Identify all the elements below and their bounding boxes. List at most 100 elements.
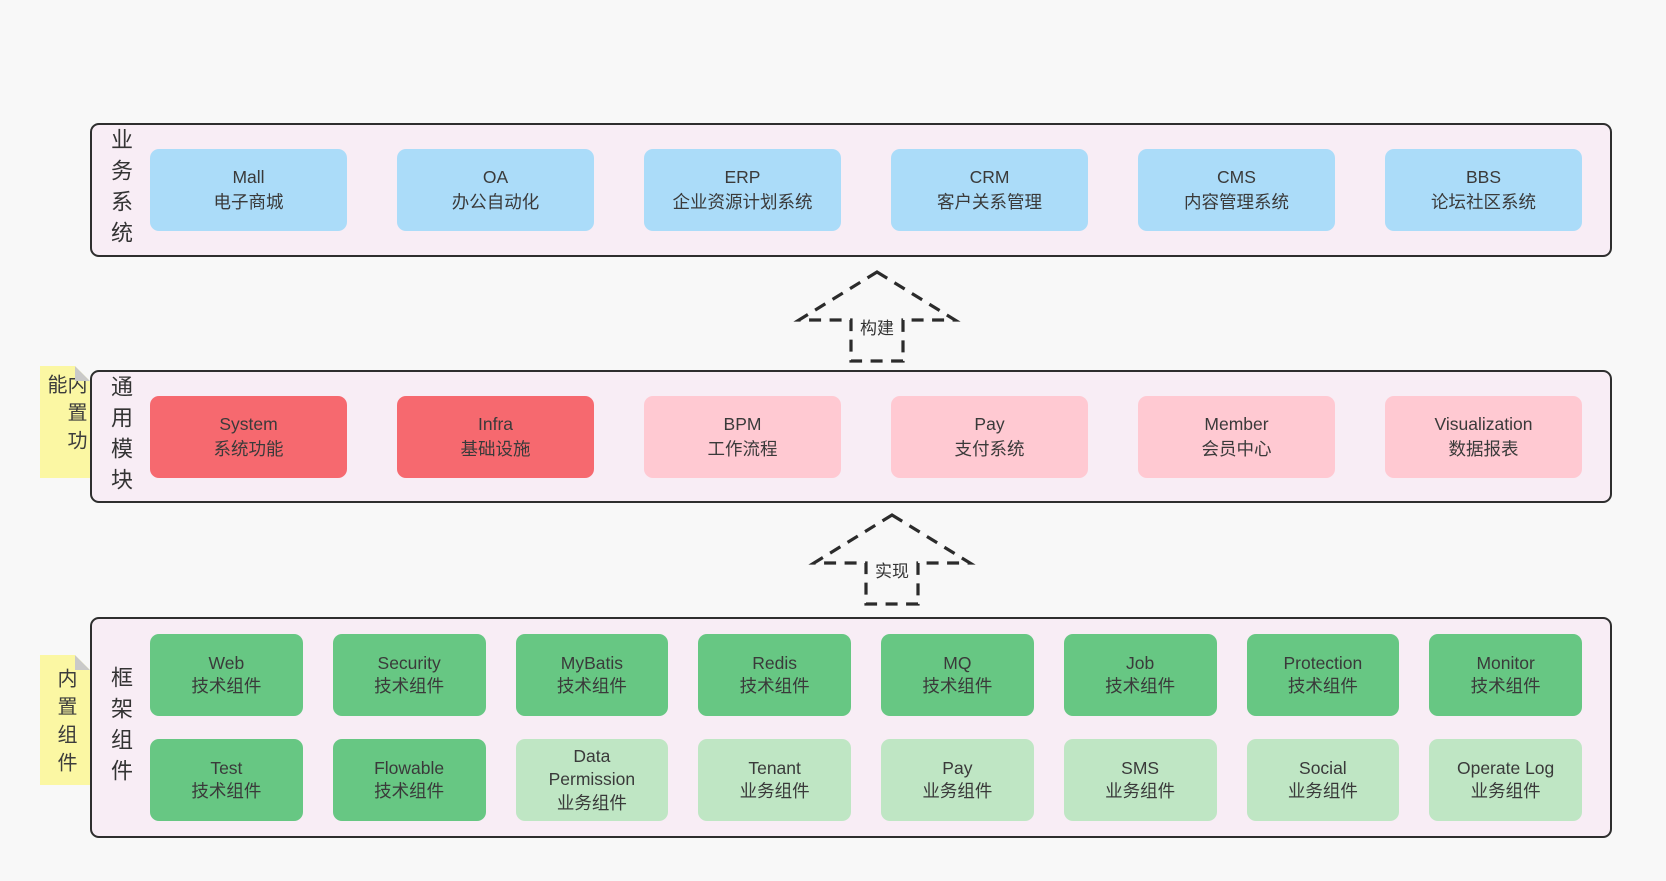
vertical-label-text: 通用模块 — [108, 374, 133, 499]
box-desc: 数据报表 — [1448, 438, 1519, 459]
box-name: Data Permission — [548, 746, 636, 790]
box-desc: 业务组件 — [922, 781, 993, 801]
box-name: MQ — [943, 652, 972, 673]
sticky-note-text: 内置功能 — [44, 374, 86, 458]
box-oa: OA 办公自动化 — [397, 149, 594, 231]
box-member: Member 会员中心 — [1138, 395, 1335, 478]
box-desc: 业务组件 — [1287, 781, 1358, 801]
box-desc: 论坛社区系统 — [1431, 192, 1536, 212]
box-bbs: BBS 论坛社区系统 — [1385, 149, 1582, 231]
box-pay-module: Pay 支付系统 — [891, 395, 1088, 478]
box-name: Visualization — [1434, 413, 1533, 434]
box-name: Monitor — [1476, 652, 1535, 673]
box-desc: 技术组件 — [1105, 676, 1176, 696]
box-name: Job — [1126, 652, 1155, 673]
box-tenant: Tenant 业务组件 — [698, 739, 851, 821]
box-web: Web 技术组件 — [150, 634, 303, 716]
framework-components-boxes: Web 技术组件 Security 技术组件 MyBatis 技术组件 Redi… — [148, 619, 1610, 836]
box-redis: Redis 技术组件 — [698, 634, 851, 716]
box-desc: 系统功能 — [213, 438, 284, 459]
box-desc: 会员中心 — [1201, 438, 1272, 459]
box-system: System 系统功能 — [150, 395, 347, 478]
box-monitor: Monitor 技术组件 — [1429, 634, 1582, 716]
box-desc: 技术组件 — [739, 676, 810, 696]
box-desc: 技术组件 — [1287, 676, 1358, 696]
box-name: Member — [1204, 413, 1269, 434]
box-mq: MQ 技术组件 — [881, 634, 1034, 716]
box-social: Social 业务组件 — [1246, 739, 1400, 821]
box-pay-component: Pay 业务组件 — [881, 739, 1034, 821]
business-systems-container: 业务系统 Mall 电子商城 OA 办公自动化 ERP 企业资源计划系统 CRM… — [90, 123, 1612, 257]
box-name: Test — [210, 757, 243, 778]
box-name: Redis — [752, 652, 797, 673]
box-mall: Mall 电子商城 — [150, 149, 347, 231]
up-arrow-icon — [793, 270, 961, 363]
framework-components-container: 框架组件 Web 技术组件 Security 技术组件 MyBatis 技术组件… — [90, 617, 1612, 838]
box-mybatis: MyBatis 技术组件 — [515, 634, 669, 716]
common-modules-label: 通用模块 — [92, 372, 148, 501]
box-desc: 企业资源计划系统 — [672, 192, 813, 212]
box-desc: 技术组件 — [922, 676, 993, 696]
box-desc: 业务组件 — [1470, 781, 1541, 801]
box-erp: ERP 企业资源计划系统 — [644, 149, 841, 231]
box-desc: 业务组件 — [739, 781, 810, 801]
box-name: System — [219, 413, 278, 434]
box-desc: 客户关系管理 — [937, 192, 1042, 212]
folded-corner-icon — [75, 366, 90, 381]
box-desc: 业务组件 — [556, 792, 627, 813]
box-desc: 技术组件 — [374, 676, 445, 696]
box-test: Test 技术组件 — [150, 739, 303, 821]
box-visualization: Visualization 数据报表 — [1385, 395, 1582, 478]
implement-arrow: 实现 — [807, 511, 977, 607]
business-systems-boxes: Mall 电子商城 OA 办公自动化 ERP 企业资源计划系统 CRM 客户关系… — [148, 125, 1610, 255]
common-modules-container: 通用模块 System 系统功能 Infra 基础设施 BPM 工作流程 Pay… — [90, 370, 1612, 503]
sticky-note-built-in-features: 内置功能 — [40, 366, 90, 478]
vertical-label-text: 业务系统 — [108, 128, 133, 252]
box-desc: 技术组件 — [374, 781, 445, 801]
box-crm: CRM 客户关系管理 — [891, 149, 1088, 231]
box-desc: 办公自动化 — [451, 192, 540, 212]
box-desc: 技术组件 — [191, 676, 262, 696]
box-name: OA — [482, 167, 509, 188]
box-name: CRM — [969, 167, 1010, 188]
business-systems-label: 业务系统 — [92, 125, 148, 255]
box-desc: 技术组件 — [556, 676, 627, 696]
box-desc: 内容管理系统 — [1184, 192, 1289, 212]
sticky-note-built-in-components: 内置组件 — [40, 655, 90, 785]
box-infra: Infra 基础设施 — [397, 395, 594, 478]
box-name: Tenant — [748, 757, 801, 778]
box-bpm: BPM 工作流程 — [644, 395, 841, 478]
vertical-label-text: 框架组件 — [108, 665, 133, 790]
box-name: BBS — [1465, 167, 1502, 188]
box-name: Infra — [477, 413, 514, 434]
sticky-note-text: 内置组件 — [54, 668, 76, 780]
box-name: Mall — [232, 167, 265, 188]
box-cms: CMS 内容管理系统 — [1138, 149, 1335, 231]
box-desc: 电子商城 — [213, 192, 284, 212]
box-name: SMS — [1121, 757, 1160, 778]
box-data-permission: Data Permission 业务组件 — [515, 739, 669, 821]
box-name: Pay — [974, 413, 1005, 434]
common-modules-boxes: System 系统功能 Infra 基础设施 BPM 工作流程 Pay 支付系统… — [148, 372, 1610, 501]
build-arrow: 构建 — [792, 268, 962, 364]
box-job: Job 技术组件 — [1063, 634, 1217, 716]
box-operate-log: Operate Log 业务组件 — [1429, 739, 1582, 821]
box-desc: 基础设施 — [460, 438, 531, 459]
box-name: Protection — [1283, 652, 1363, 673]
box-name: Pay — [942, 757, 973, 778]
folded-corner-icon — [75, 655, 90, 670]
box-name: Operate Log — [1456, 757, 1555, 778]
implement-arrow-label: 实现 — [872, 557, 912, 582]
box-desc: 技术组件 — [1470, 676, 1541, 696]
box-name: BPM — [723, 413, 762, 434]
box-desc: 工作流程 — [707, 438, 778, 459]
box-security: Security 技术组件 — [332, 634, 486, 716]
box-desc: 技术组件 — [191, 781, 262, 801]
box-name: MyBatis — [560, 652, 623, 673]
build-arrow-label: 构建 — [857, 314, 897, 339]
box-name: ERP — [724, 167, 761, 188]
up-arrow-icon — [808, 513, 976, 606]
box-protection: Protection 技术组件 — [1246, 634, 1400, 716]
box-name: CMS — [1217, 167, 1256, 188]
box-desc: 业务组件 — [1105, 781, 1176, 801]
